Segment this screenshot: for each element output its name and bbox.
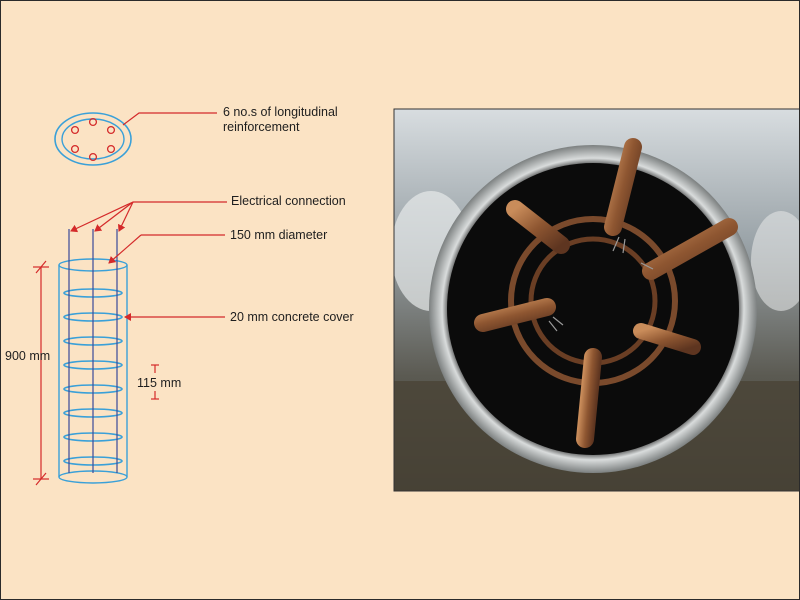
label-height: 900 mm xyxy=(5,349,51,363)
electrical-connection-leaders xyxy=(70,201,227,233)
label-electrical-connection: Electrical connection xyxy=(231,194,346,208)
height-dimension xyxy=(33,260,49,486)
label-longitudinal-reinforcement: 6 no.s of longitudinal reinforcement xyxy=(223,105,338,134)
longitudinal-bar-circles xyxy=(70,117,116,162)
label-diameter: 150 mm diameter xyxy=(230,228,328,242)
cage-elevation xyxy=(58,229,128,484)
spacing-dimension xyxy=(151,364,159,400)
label-spacing: 115 mm xyxy=(137,376,182,390)
diameter-leader xyxy=(108,234,225,264)
label-concrete-cover: 20 mm concrete cover xyxy=(230,310,354,324)
cross-section xyxy=(54,112,217,166)
